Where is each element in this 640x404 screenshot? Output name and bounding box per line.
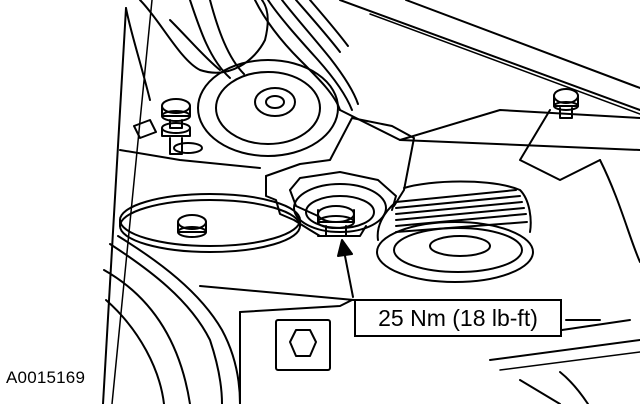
upper-pulley [139,0,359,111]
figure-id-label: A0015169 [6,368,86,387]
engine-housing-top-right [339,0,640,263]
upper-right-bolt [553,88,579,119]
engine-block-lower [199,285,640,404]
left-idler-pulley [119,193,301,253]
center-pulley [197,59,339,157]
engine-housing-left [102,0,153,404]
leader-arrow [337,239,354,298]
torque-spec-label: 25 Nm (18 lb-ft) [378,304,538,331]
left-upper-bolt [119,98,261,169]
crankshaft-damper [103,235,241,404]
belt-tensioner [265,117,415,237]
right-ribbed-pulley [376,180,534,283]
torque-callout: 25 Nm (18 lb-ft) [354,299,562,337]
